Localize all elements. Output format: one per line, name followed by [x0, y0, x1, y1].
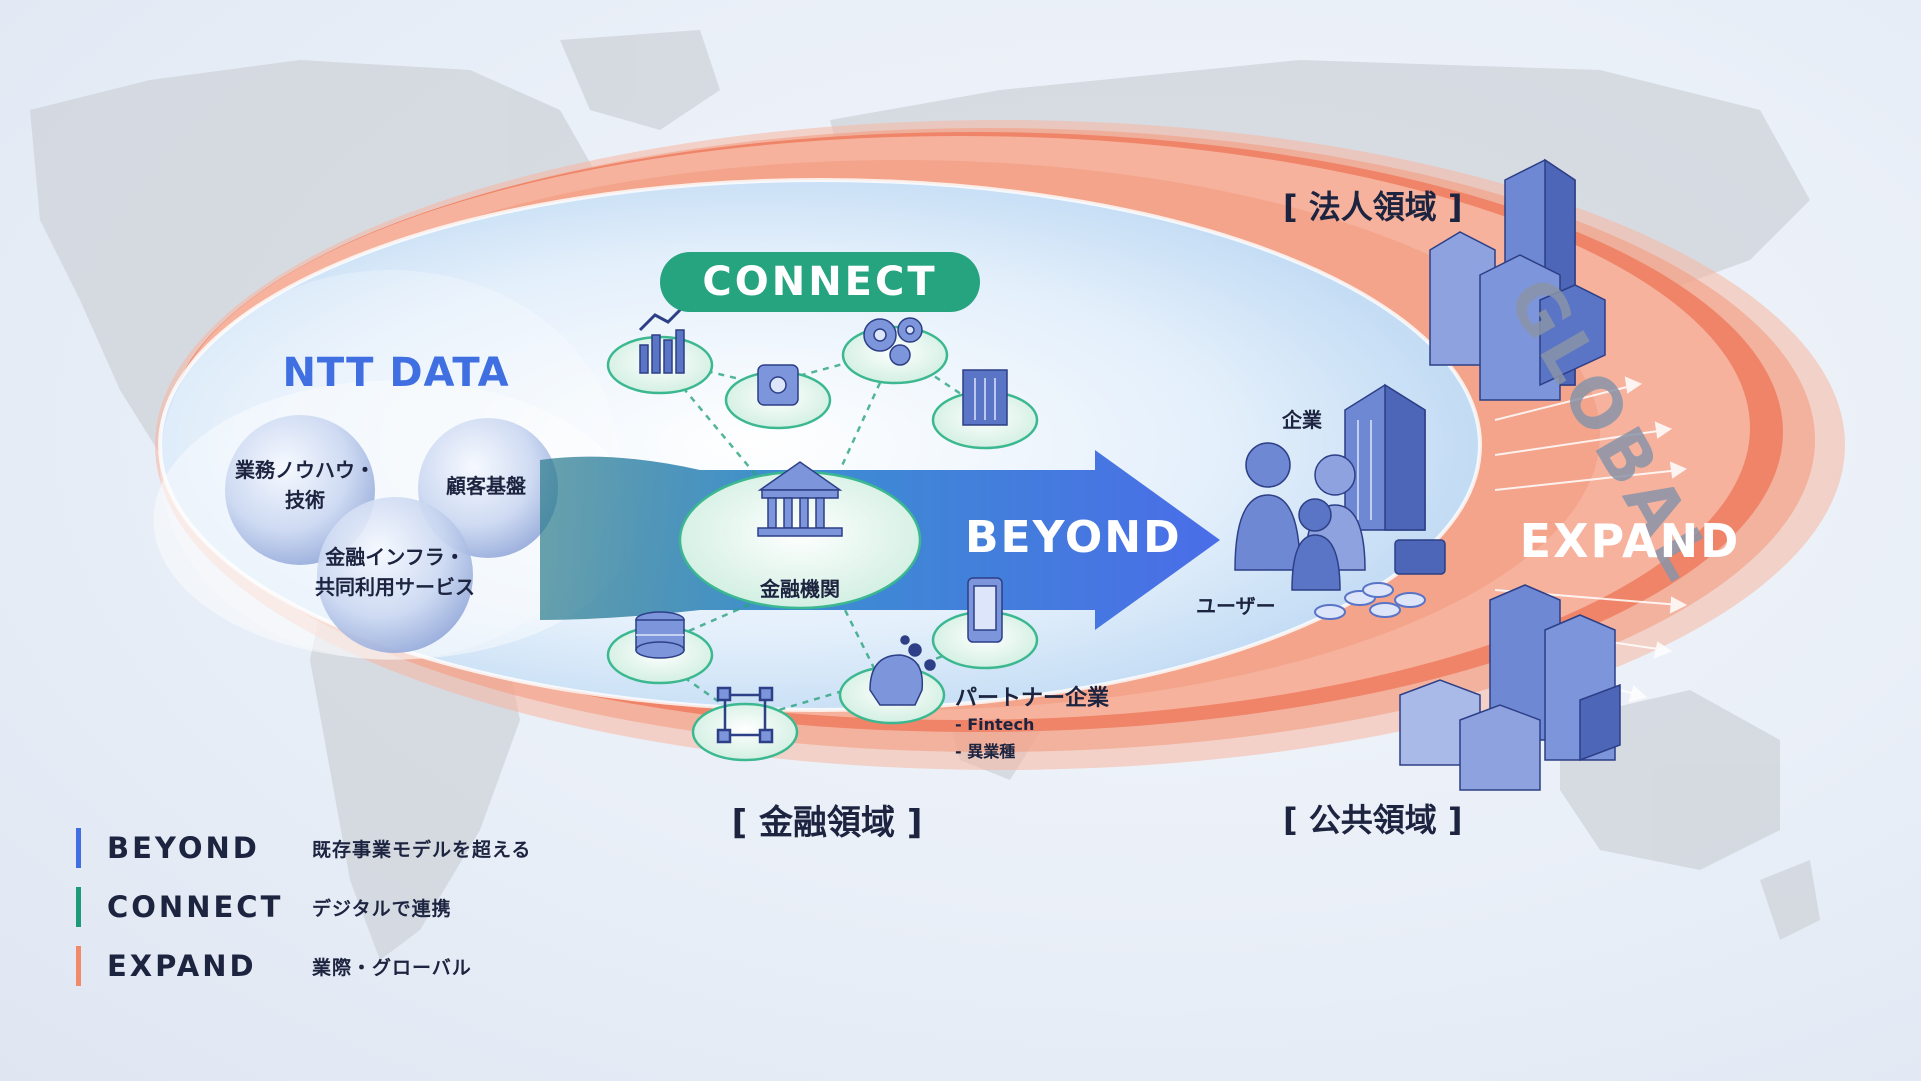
safe-icon — [757, 364, 799, 406]
public-domain-label: [ 公共領域 ] — [1283, 801, 1463, 839]
legend-key-beyond: BEYOND — [107, 831, 260, 865]
gears-icon — [863, 317, 923, 366]
user-label: ユーザー — [1196, 594, 1276, 618]
public-buildings-icon — [1399, 584, 1621, 791]
partner-item-fintech: - Fintech — [955, 715, 1035, 734]
legend-desc-connect: デジタルで連携 — [312, 897, 452, 920]
legend-key-expand: EXPAND — [107, 949, 257, 983]
building-icon — [962, 369, 1008, 426]
legend-key-connect: CONNECT — [107, 890, 284, 924]
legend-row-expand: EXPAND 業際・グローバル — [76, 946, 472, 986]
legend-bar-expand — [76, 946, 81, 986]
coins-icon — [1314, 582, 1426, 620]
bank-label: 金融機関 — [760, 577, 840, 601]
expand-label: EXPAND — [1519, 514, 1741, 568]
legend-row-connect: CONNECT デジタルで連携 — [76, 887, 452, 927]
left-item-know-how: 業務ノウハウ・ 技術 — [235, 458, 375, 512]
smartphone-icon — [967, 577, 1003, 643]
company-label: 企業 — [1282, 408, 1322, 432]
wallet-icon — [1394, 539, 1446, 575]
connect-badge: CONNECT — [660, 252, 980, 312]
bank-icon — [757, 461, 843, 537]
legend-bar-connect — [76, 887, 81, 927]
legend-row-beyond: BEYOND 既存事業モデルを超える — [76, 828, 531, 868]
legend-bar-beyond — [76, 828, 81, 868]
legend-desc-beyond: 既存事業モデルを超える — [312, 838, 532, 861]
corporate-domain-label: [ 法人領域 ] — [1283, 188, 1463, 226]
blockchain-icon — [716, 686, 774, 744]
left-item-customer-base: 顧客基盤 — [446, 474, 526, 498]
chart-icon — [638, 303, 687, 374]
database-icon — [635, 611, 685, 659]
beyond-arrow-label: BEYOND — [965, 512, 1182, 563]
corporate-buildings-icon — [1429, 158, 1606, 401]
legend-desc-expand: 業際・グローバル — [312, 956, 472, 979]
finance-domain-label: [ 金融領域 ] — [731, 803, 923, 843]
company-building-icon — [1344, 383, 1426, 531]
users-icon — [1234, 442, 1366, 591]
ai-head-icon — [869, 635, 936, 706]
ntt-data-logo: NTT DATA — [282, 350, 510, 396]
partner-title: パートナー企業 — [955, 686, 1110, 711]
partner-item-other: - 異業種 — [955, 742, 1016, 761]
left-item-infrastructure: 金融インフラ・ 共同利用サービス — [315, 545, 475, 599]
